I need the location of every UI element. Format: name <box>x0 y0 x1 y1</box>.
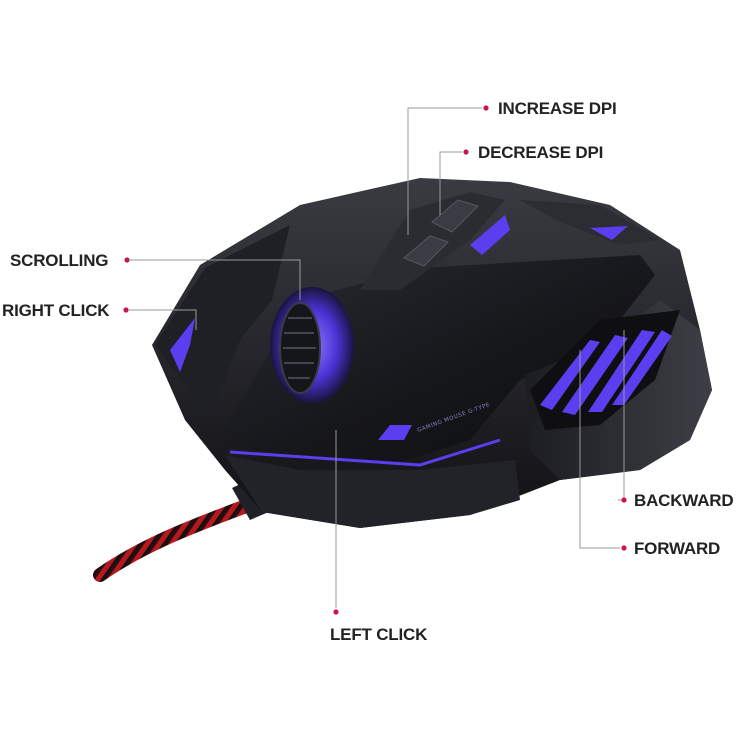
scrolling-leader <box>130 259 301 300</box>
lower-skirt <box>225 455 520 528</box>
scrolling-label: SCROLLING <box>10 251 108 270</box>
right-click-dot <box>123 307 129 313</box>
increase-dpi-dot <box>483 105 489 111</box>
backward-label: BACKWARD <box>634 491 733 510</box>
left-click-emblem <box>378 425 412 440</box>
decrease-dpi-leader <box>439 151 462 215</box>
right-click-leader <box>129 309 197 330</box>
right-click-led <box>170 318 195 372</box>
callout-scrolling: SCROLLING <box>10 251 301 300</box>
rear-accent <box>520 200 660 245</box>
forward-label: FORWARD <box>634 539 720 558</box>
side-buttons <box>530 310 680 430</box>
callout-left-click: LEFT CLICK <box>330 430 428 644</box>
right-click-label: RIGHT CLICK <box>2 301 110 320</box>
callout-forward: FORWARD <box>579 350 720 558</box>
forward-dot <box>621 545 627 551</box>
decrease-dpi-dot <box>463 149 469 155</box>
callout-right-click: RIGHT CLICK <box>2 301 197 330</box>
dpi-up-button <box>431 199 479 233</box>
forward-leader <box>579 350 620 549</box>
callout-decrease-dpi: DECREASE DPI <box>439 143 603 215</box>
scroll-wheel-grip <box>283 317 316 379</box>
backward-dot <box>621 497 627 503</box>
left-click-label: LEFT CLICK <box>330 625 428 644</box>
dpi-led <box>470 215 510 255</box>
decrease-dpi-label: DECREASE DPI <box>478 143 603 162</box>
braided-cable <box>93 493 269 582</box>
right-click-plate <box>155 225 290 420</box>
increase-dpi-leader <box>407 107 482 235</box>
callout-backward: BACKWARD <box>618 330 734 510</box>
callout-increase-dpi: INCREASE DPI <box>407 99 617 235</box>
rear-led <box>590 226 628 240</box>
underside-led <box>229 438 501 467</box>
mouse-illustration: GAMING MOUSE G-TYPE <box>93 178 712 582</box>
dpi-down-button <box>403 235 449 267</box>
left-click-dot <box>333 609 339 615</box>
increase-dpi-label: INCREASE DPI <box>498 99 617 118</box>
scrolling-dot <box>124 257 130 263</box>
